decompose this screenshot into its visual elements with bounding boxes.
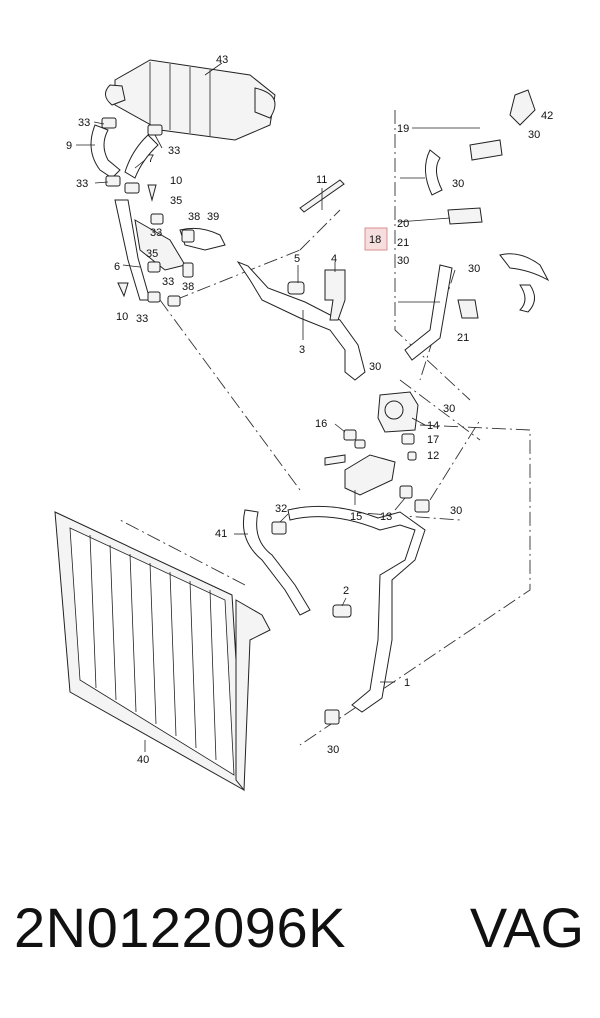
hose-group-right: [404, 89, 550, 361]
callout-33: 33: [168, 145, 180, 157]
small-hoses-left: [90, 124, 226, 301]
callout-21: 21: [397, 237, 409, 249]
clip-2-clamp-32: [271, 499, 430, 725]
callout-33: 33: [76, 178, 88, 190]
brand-label: VAG: [469, 896, 584, 959]
callout-10: 10: [116, 311, 128, 323]
callout-13: 13: [380, 511, 392, 523]
callout-38: 38: [188, 211, 200, 223]
leader-lines: [76, 62, 480, 752]
callout-15: 15: [350, 511, 362, 523]
highlighted-callout-box: [364, 227, 388, 251]
callout-30: 30: [528, 129, 540, 141]
radiator: [54, 511, 271, 792]
clip-5-bracket-4: [287, 269, 346, 321]
callout-14: 14: [427, 420, 439, 432]
callout-35: 35: [146, 248, 158, 260]
coolant-flange-14: [377, 391, 419, 433]
hose-41: [242, 509, 311, 616]
callout-33: 33: [78, 117, 90, 129]
callout-21: 21: [457, 332, 469, 344]
callout-20: 20: [397, 218, 409, 230]
hose-1: [287, 505, 426, 713]
callout-30: 30: [450, 505, 462, 517]
callout-11: 11: [316, 174, 327, 186]
callout-33: 33: [150, 227, 162, 239]
part-number: 2N0122096K: [14, 896, 346, 959]
callout-3: 3: [299, 344, 305, 356]
coolant-hose-exploded-diagram: 43 33 9 33 7 33 10 35 38 39 33 6 35 33 3…: [54, 54, 553, 792]
callout-19: 19: [397, 123, 409, 135]
hose-3: [236, 260, 366, 381]
part-footer: 2N0122096K VAG: [0, 895, 600, 985]
bracket-15: [344, 454, 396, 496]
charge-air-cooler: [105, 59, 276, 141]
callout-38: 38: [182, 281, 194, 293]
callouts: 43 33 9 33 7 33 10 35 38 39 33 6 35 33 3…: [66, 54, 553, 766]
callout-4: 4: [331, 253, 337, 265]
callout-2: 2: [343, 585, 349, 597]
callout-30: 30: [397, 255, 409, 267]
callout-43: 43: [216, 54, 228, 66]
callout-30: 30: [327, 744, 339, 756]
callout-30: 30: [452, 178, 464, 190]
callout-12: 12: [427, 450, 439, 462]
callout-32: 32: [275, 503, 287, 515]
callout-17: 17: [427, 434, 439, 446]
callout-30: 30: [468, 263, 480, 275]
callout-18: 18: [369, 234, 381, 246]
callout-41: 41: [215, 528, 227, 540]
hose-clamps-left: [101, 117, 195, 307]
callout-30: 30: [369, 361, 381, 373]
callout-42: 42: [541, 110, 553, 122]
callout-10: 10: [170, 175, 182, 187]
callout-7: 7: [148, 153, 154, 165]
callout-5: 5: [294, 253, 300, 265]
callout-33: 33: [162, 276, 174, 288]
callout-6: 6: [114, 261, 120, 273]
callout-40: 40: [137, 754, 149, 766]
callout-1: 1: [404, 677, 410, 689]
callout-35: 35: [170, 195, 182, 207]
callout-16: 16: [315, 418, 327, 430]
callout-9: 9: [66, 140, 72, 152]
callout-39: 39: [207, 211, 219, 223]
bolts-16-17-12-13: [324, 429, 417, 499]
callout-30: 30: [443, 403, 455, 415]
callout-33: 33: [136, 313, 148, 325]
